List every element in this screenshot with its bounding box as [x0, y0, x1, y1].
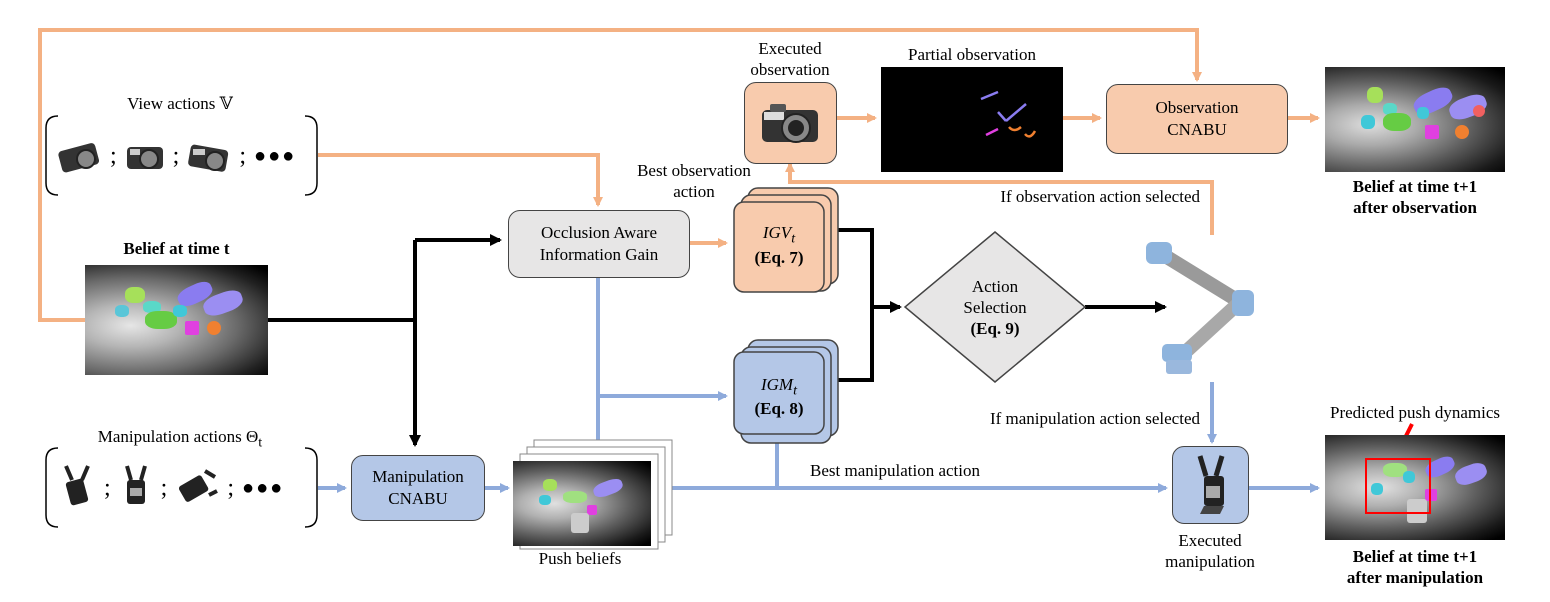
- belief-after-observation-image: [1325, 67, 1505, 172]
- robot-arm-icon: [1146, 242, 1254, 374]
- partial-observation-image: [881, 67, 1063, 172]
- manipulation-actions-row: ; ; ; ●●●: [58, 460, 313, 516]
- push-belief-image: [513, 461, 651, 546]
- best-manipulation-action-label: Best manipulation action: [810, 461, 980, 480]
- igm-stack: [733, 339, 839, 444]
- if-observation-label: If observation action selected: [1000, 187, 1200, 206]
- predicted-push-label: Predicted push dynamics: [1330, 403, 1500, 422]
- control-flow-arrows: [268, 228, 1167, 447]
- gripper-icon: [1197, 455, 1224, 514]
- belief-after-manipulation-image: [1325, 435, 1505, 540]
- executed-observation-box: [744, 82, 837, 164]
- belief-t-image: [85, 265, 268, 375]
- predicted-push-highlight: [1365, 458, 1431, 514]
- manipulation-actions-label: Manipulation actions Θt: [97, 427, 263, 451]
- push-beliefs-label: Push beliefs: [538, 549, 622, 568]
- partial-observation-label: Partial observation: [908, 45, 1036, 64]
- igv-label: IGVt: [762, 223, 796, 247]
- executed-manipulation-box: [1172, 446, 1249, 524]
- manipulation-flow-arrows: [318, 278, 1320, 493]
- ellipsis-icon: ●●●: [242, 476, 285, 499]
- camera-icon: [58, 143, 100, 173]
- gripper-icon: [179, 469, 219, 502]
- view-actions-row: ; ; ; ●●●: [58, 134, 313, 178]
- action-selection-diamond: [903, 231, 1087, 383]
- ellipsis-icon: ●●●: [254, 144, 297, 167]
- igv-equation: (Eq. 7): [754, 248, 804, 267]
- gripper-icon: [124, 465, 147, 504]
- camera-icon: [761, 104, 818, 143]
- view-actions-label: View actions 𝕍: [127, 94, 233, 113]
- if-manipulation-label: If manipulation action selected: [989, 409, 1200, 428]
- camera-icon: [126, 147, 163, 169]
- observation-flow-arrows: [38, 28, 1320, 322]
- igm-label: IGMt: [760, 375, 798, 399]
- igv-stack: [733, 187, 839, 293]
- camera-icon: [188, 144, 229, 172]
- gripper-icon: [64, 465, 90, 506]
- igm-equation: (Eq. 8): [754, 399, 804, 418]
- belief-t-label: Belief at time t: [123, 239, 230, 258]
- view-actions-bracket: [45, 115, 318, 528]
